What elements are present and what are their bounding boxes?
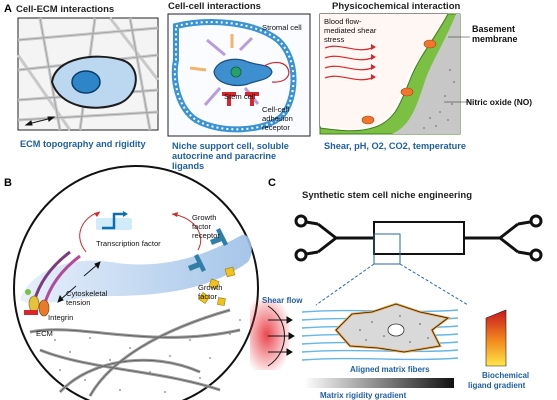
rigidity-gradient-label: Matrix rigidity gradient [320,391,407,400]
biochemical-gradient-line1: Biochemical [482,371,529,380]
shear-flow-arrows-icon [324,45,373,81]
cell-ecm-illustration [16,17,160,131]
adhesion-receptor-line1: Cell-cell [262,105,289,114]
panel-c-letter: C [268,177,276,189]
nitric-oxide-label: Nitric oxide (NO) [466,97,532,107]
adhesion-receptor-line2: adhesion [262,114,293,123]
panel-c-title: Synthetic stem cell niche engineering [302,190,472,201]
cell-ecm-title: Cell-ECM interactions [16,4,114,15]
stem-cell-label: Stem cell [224,92,256,101]
shear-stress-line2: mediated shear [324,26,377,35]
cell-cell-illustration [167,13,311,137]
physicochemical-title: Physicochemical interaction [332,1,460,12]
ligand-gradient-wedge [485,309,507,367]
panel-b-letter: B [4,177,12,189]
stromal-cell-label: Stromal cell [262,23,302,32]
growth-factor-line2: factor [198,292,217,301]
cytoskeletal-line2: tension [66,298,91,307]
transcription-factor-icon [96,211,132,230]
nucleus [71,70,101,94]
gf-receptor-line3: receptor [192,231,220,240]
shear-arrows-icon [268,316,295,356]
cell-cell-caption-line3: ligands [172,161,204,171]
aligned-fibers-label: Aligned matrix fibers [350,365,430,374]
growth-factor-receptor-icon [188,228,228,272]
adhesion-receptor-icon [222,92,259,106]
cell-cell-caption-line2: autocrine and paracrine [172,151,276,161]
panel-a-letter: A [4,3,12,15]
shear-stress-line3: stress [324,35,344,44]
transcription-factor-label: Transcription factor [96,239,161,248]
rigidity-gradient-bar [304,378,454,388]
signaling-illustration [13,165,259,400]
integrin-icon [24,250,81,317]
cell-cell-title: Cell-cell interactions [168,1,261,12]
double-arrow-icon [24,116,56,126]
biochemical-gradient-line2: ligand gradient [468,381,526,390]
niche-engineering-illustration [250,300,507,388]
shear-flow-label: Shear flow [262,296,303,305]
integrin-label: Integrin [48,313,73,322]
gf-receptor-line1: Growth [192,213,216,222]
physicochemical-illustration [319,13,470,135]
physicochemical-caption: Shear, pH, O2, CO2, temperature [324,141,466,151]
basement-membrane-line2: membrane [472,34,518,44]
cytoskeletal-line1: Cytoskeletal [66,289,108,298]
microfluidic-chip [294,214,543,262]
adhesion-receptor-line3: receptor [262,123,290,132]
cell-cell-caption-line1: Niche support cell, soluble [172,141,289,151]
ecm-label: ECM [36,329,53,338]
basement-membrane-line1: Basement [472,24,515,34]
cell-ecm-caption: ECM topography and rigidity [20,139,146,149]
zoom-box [373,233,401,265]
shear-stress-line1: Blood flow- [324,17,362,26]
growth-factor-icon [198,266,236,306]
growth-factor-line1: Growth [198,283,222,292]
gf-receptor-line2: factor [192,222,211,231]
stem-cell [213,58,273,87]
